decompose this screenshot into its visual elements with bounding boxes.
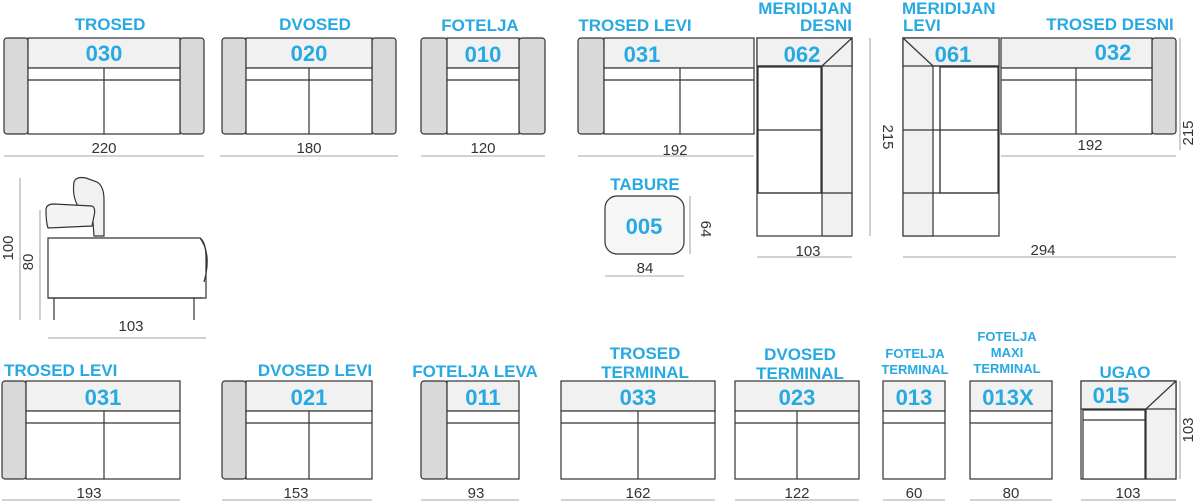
module-meridijan-levi: 061 xyxy=(902,37,1000,237)
dim-dvosed-terminal-width: 122 xyxy=(784,485,809,502)
dim-dvosed-width: 180 xyxy=(296,140,321,157)
dim-side-height-seat: 80 xyxy=(20,254,37,271)
dim-trosed-width: 220 xyxy=(91,140,116,157)
module-fotelja-terminal: 013 60 xyxy=(882,380,946,502)
module-tabure: 005 84 64 xyxy=(604,195,714,277)
title-dvosed-terminal-1: DVOSED xyxy=(764,345,836,364)
dim-trosed-levi-top-width: 192 xyxy=(662,142,687,159)
title-meridijan-levi-2: LEVI xyxy=(903,16,941,35)
dim-trosed-desni-depth: 215 xyxy=(1180,120,1197,145)
dim-fotelja-maxi-terminal-width: 80 xyxy=(1003,485,1020,502)
module-dvosed-terminal: 023 122 xyxy=(734,380,860,502)
title-trosed: TROSED xyxy=(74,15,146,34)
title-trosed-desni: TROSED DESNI xyxy=(1046,15,1174,34)
module-meridijan-desni: 062 103 215 xyxy=(756,37,896,260)
code-trosed-levi-top: 031 xyxy=(624,42,661,67)
code-ugao: 015 xyxy=(1093,383,1130,408)
title-meridijan-levi-1: MERIDIJAN xyxy=(902,0,996,18)
module-trosed: 030 220 xyxy=(3,37,205,157)
title-meridijan-desni-2: DESNI xyxy=(800,16,852,35)
dim-dvosed-levi-width: 153 xyxy=(283,485,308,502)
dim-ugao-width: 103 xyxy=(1115,485,1140,502)
title-dvosed: DVOSED xyxy=(279,15,351,34)
module-dvosed-levi: 021 153 xyxy=(221,380,373,502)
module-fotelja: 010 120 xyxy=(420,37,546,157)
dim-tabure-width: 84 xyxy=(637,260,654,277)
module-fotelja-leva: 011 93 xyxy=(420,380,520,502)
side-view: 100 80 103 xyxy=(0,176,208,339)
dim-meridijan-desni-depth: 215 xyxy=(879,124,896,149)
title-trosed-levi-top: TROSED LEVI xyxy=(578,16,692,35)
code-fotelja-maxi-terminal: 013X xyxy=(982,385,1034,410)
dim-meridijan-desni-width: 103 xyxy=(795,243,820,260)
module-fotelja-maxi-terminal: 013X 80 xyxy=(969,380,1053,502)
dim-trosed-desni-width: 192 xyxy=(1077,137,1102,154)
title-dvosed-levi: DVOSED LEVI xyxy=(257,361,373,380)
code-fotelja-leva: 011 xyxy=(465,385,501,410)
dim-trosed-terminal-width: 162 xyxy=(625,485,650,502)
code-dvosed: 020 xyxy=(291,41,328,66)
code-fotelja: 010 xyxy=(465,42,502,67)
module-trosed-terminal: 033 162 xyxy=(560,380,716,502)
dim-corner-total: 294 xyxy=(1030,242,1055,259)
code-dvosed-terminal: 023 xyxy=(779,385,816,410)
title-fotelja-leva: FOTELJA LEVA xyxy=(412,362,538,381)
code-trosed-desni: 032 xyxy=(1095,40,1132,65)
title-fotelja-maxi-1: FOTELJA xyxy=(977,329,1037,344)
dim-side-depth: 103 xyxy=(118,318,143,335)
dim-fotelja-terminal-width: 60 xyxy=(906,485,923,502)
dim-tabure-depth: 64 xyxy=(697,221,714,238)
code-trosed-terminal: 033 xyxy=(620,385,657,410)
module-ugao: 015 103 103 xyxy=(1080,380,1197,502)
title-trosed-levi: TROSED LEVI xyxy=(4,361,118,380)
dim-ugao-depth: 103 xyxy=(1180,417,1197,442)
title-fotelja: FOTELJA xyxy=(441,16,519,35)
title-tabure: TABURE xyxy=(610,175,680,194)
dim-fotelja-width: 120 xyxy=(470,140,495,157)
title-ugao: UGAO xyxy=(1099,363,1151,382)
code-trosed: 030 xyxy=(86,41,123,66)
code-meridijan-levi: 061 xyxy=(935,42,972,67)
module-trosed-levi-top: 031 192 xyxy=(577,37,755,159)
code-dvosed-levi: 021 xyxy=(291,385,328,410)
dim-trosed-levi-width: 193 xyxy=(76,485,101,502)
title-fotelja-terminal-1: FOTELJA xyxy=(885,346,945,361)
code-fotelja-terminal: 013 xyxy=(896,385,933,410)
code-trosed-levi: 031 xyxy=(85,385,122,410)
module-dvosed: 020 180 xyxy=(220,37,398,157)
title-fotelja-maxi-2: MAXI xyxy=(990,345,1024,360)
title-trosed-terminal-1: TROSED xyxy=(609,344,681,363)
dim-side-height-total: 100 xyxy=(0,235,17,260)
code-meridijan-desni: 062 xyxy=(784,42,821,67)
module-trosed-levi: 031 193 xyxy=(1,380,181,502)
title-dvosed-terminal-2: TERMINAL xyxy=(756,364,844,383)
module-trosed-desni: 032 192 215 294 xyxy=(903,37,1197,259)
title-trosed-terminal-2: TERMINAL xyxy=(601,363,689,382)
code-tabure: 005 xyxy=(626,214,663,239)
title-meridijan-desni-1: MERIDIJAN xyxy=(758,0,852,18)
title-fotelja-maxi-3: TERMINAL xyxy=(973,361,1041,376)
title-fotelja-terminal-2: TERMINAL xyxy=(881,362,949,377)
dim-fotelja-leva-width: 93 xyxy=(468,485,485,502)
